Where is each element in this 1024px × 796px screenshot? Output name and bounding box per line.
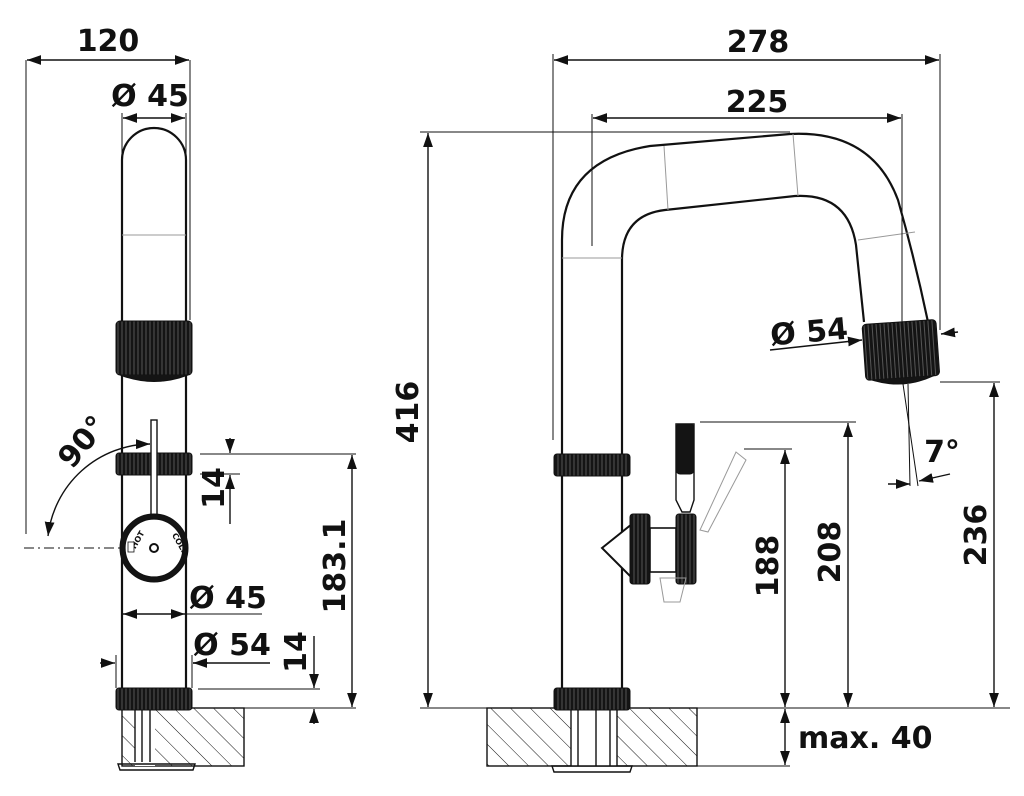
aerator-ring (861, 319, 940, 381)
dim-208-label: 208 (813, 521, 848, 584)
dim-278-label: 278 (727, 25, 790, 60)
side-view: HOT COLD 90° 120 Ø 45 14 183.1 Ø 45 (24, 24, 357, 771)
side-body-tube (120, 126, 188, 690)
side-ring-base (115, 687, 193, 711)
dim-416-label: 416 (391, 381, 426, 444)
dim-diam-54-low-label: Ø 54 (193, 628, 271, 663)
spout-body (560, 132, 930, 690)
lever-handle (600, 521, 633, 581)
front-view: 278 225 416 Ø 54 7° 236 208 188 (391, 25, 1010, 773)
angle-7-label: 7° (924, 435, 960, 470)
dim-236-label: 236 (959, 504, 994, 567)
front-ring-base (553, 687, 631, 711)
side-lever (150, 419, 158, 529)
dim-183-label: 183.1 (318, 519, 353, 614)
front-ring-upper (553, 453, 631, 477)
dim-14-upper-label: 14 (197, 467, 232, 509)
dim-diam-54-spout-label: Ø 54 (769, 312, 849, 354)
dim-diam-45-low-label: Ø 45 (189, 581, 267, 616)
dim-max-40-label: max. 40 (798, 721, 932, 756)
angle-90-label: 90° (51, 409, 114, 475)
dim-diam-45-top-label: Ø 45 (111, 79, 189, 114)
dim-14-lower-label: 14 (279, 631, 314, 673)
dim-225-label: 225 (726, 85, 789, 120)
dim-188-label: 188 (751, 535, 786, 598)
side-knurled-ring (115, 320, 193, 376)
dim-120-label: 120 (77, 24, 140, 59)
